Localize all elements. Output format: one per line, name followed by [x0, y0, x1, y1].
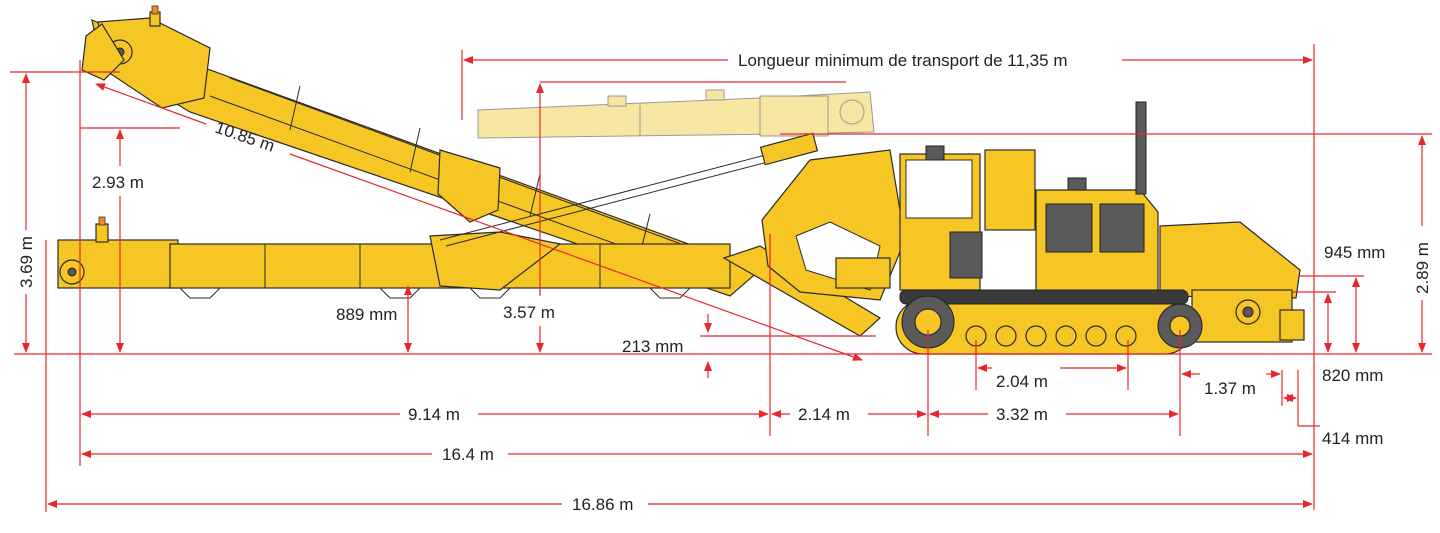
len-214-label: 2.14 m — [798, 405, 850, 424]
len-332-label: 3.32 m — [996, 405, 1048, 424]
len-1686-label: 16.86 m — [572, 495, 633, 514]
len-204-label: 2.04 m — [996, 372, 1048, 391]
depth-213-label: 213 mm — [622, 337, 683, 356]
height-369-label: 3.69 m — [17, 236, 36, 288]
height-889-label: 889 mm — [336, 305, 397, 324]
height-945-label: 945 mm — [1324, 243, 1385, 262]
len-914-label: 9.14 m — [408, 405, 460, 424]
len-137-label: 1.37 m — [1204, 379, 1256, 398]
raised-boom-ghost — [477, 89, 875, 139]
len-164-label: 16.4 m — [442, 445, 494, 464]
transport-length-label: Longueur minimum de transport de 11,35 m — [738, 51, 1067, 70]
height-293-label: 2.93 m — [92, 173, 144, 192]
tilted-conveyor — [81, 5, 762, 297]
width-414-label: 414 mm — [1322, 429, 1383, 448]
height-289-label: 2.89 m — [1413, 242, 1432, 294]
dimension-lines — [10, 44, 1432, 512]
machine-body — [722, 101, 1305, 355]
height-357-label: 3.57 m — [503, 303, 555, 322]
lower-conveyor — [57, 132, 819, 299]
height-820-label: 820 mm — [1322, 366, 1383, 385]
